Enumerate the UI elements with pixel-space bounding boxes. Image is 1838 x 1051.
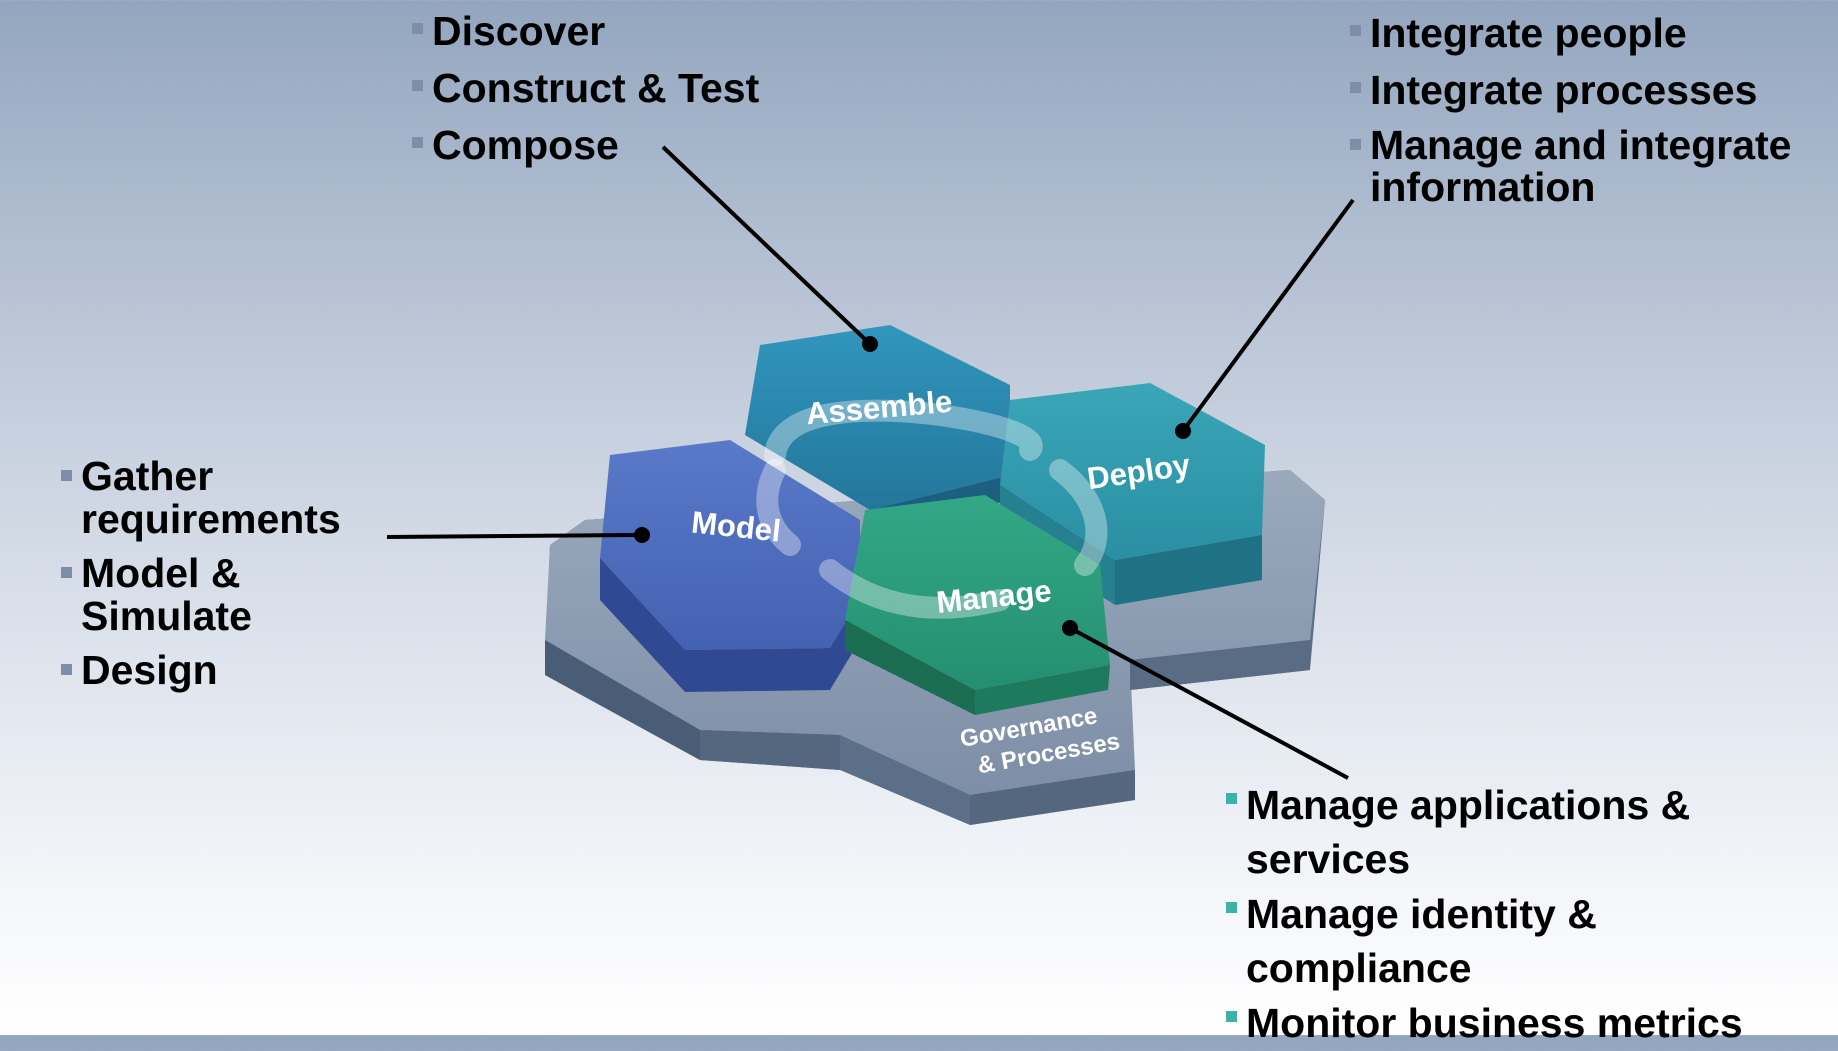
bullet-icon <box>412 23 423 34</box>
bullet-icon <box>1350 82 1361 93</box>
cycle-arrow <box>756 399 1108 619</box>
connector-manage <box>1062 620 1349 780</box>
bullet-icon <box>61 470 72 481</box>
bullet-icon <box>1350 139 1361 150</box>
bullet-icon <box>61 664 72 675</box>
list-item: Monitor business metrics <box>1224 996 1824 1050</box>
bullet-icon <box>1350 25 1361 36</box>
bullet-icon <box>1226 793 1237 804</box>
list-item: Discover <box>410 8 759 54</box>
bullet-icon <box>412 80 423 91</box>
bullet-icon <box>1226 902 1237 913</box>
hex-manage[interactable] <box>845 495 1110 715</box>
bullet-icon <box>412 137 423 148</box>
list-item: Integrate people <box>1348 10 1828 56</box>
list-item: Gather requirements <box>59 455 379 541</box>
list-item: Manage applications & services <box>1224 778 1824 886</box>
deploy-list: Integrate people Integrate processes Man… <box>1348 10 1828 219</box>
hex-model[interactable] <box>600 440 860 692</box>
model-list: Gather requirements Model & Simulate Des… <box>59 455 379 703</box>
list-item: Model & Simulate <box>59 552 379 638</box>
list-item: Construct & Test <box>410 65 759 111</box>
connector-deploy <box>1175 198 1355 439</box>
list-item: Integrate processes <box>1348 67 1828 113</box>
bullet-icon <box>61 567 72 578</box>
list-item: Compose <box>410 122 759 168</box>
manage-list: Manage applications & services Manage id… <box>1224 778 1824 1051</box>
connector-assemble <box>661 145 878 352</box>
list-item: Manage identity & compliance <box>1224 887 1824 995</box>
bullet-icon <box>1226 1011 1237 1022</box>
list-item: Design <box>59 649 379 692</box>
connector-model <box>386 527 650 543</box>
assemble-list: Discover Construct & Test Compose <box>410 8 759 179</box>
list-item: Manage and integrate information <box>1348 124 1828 208</box>
